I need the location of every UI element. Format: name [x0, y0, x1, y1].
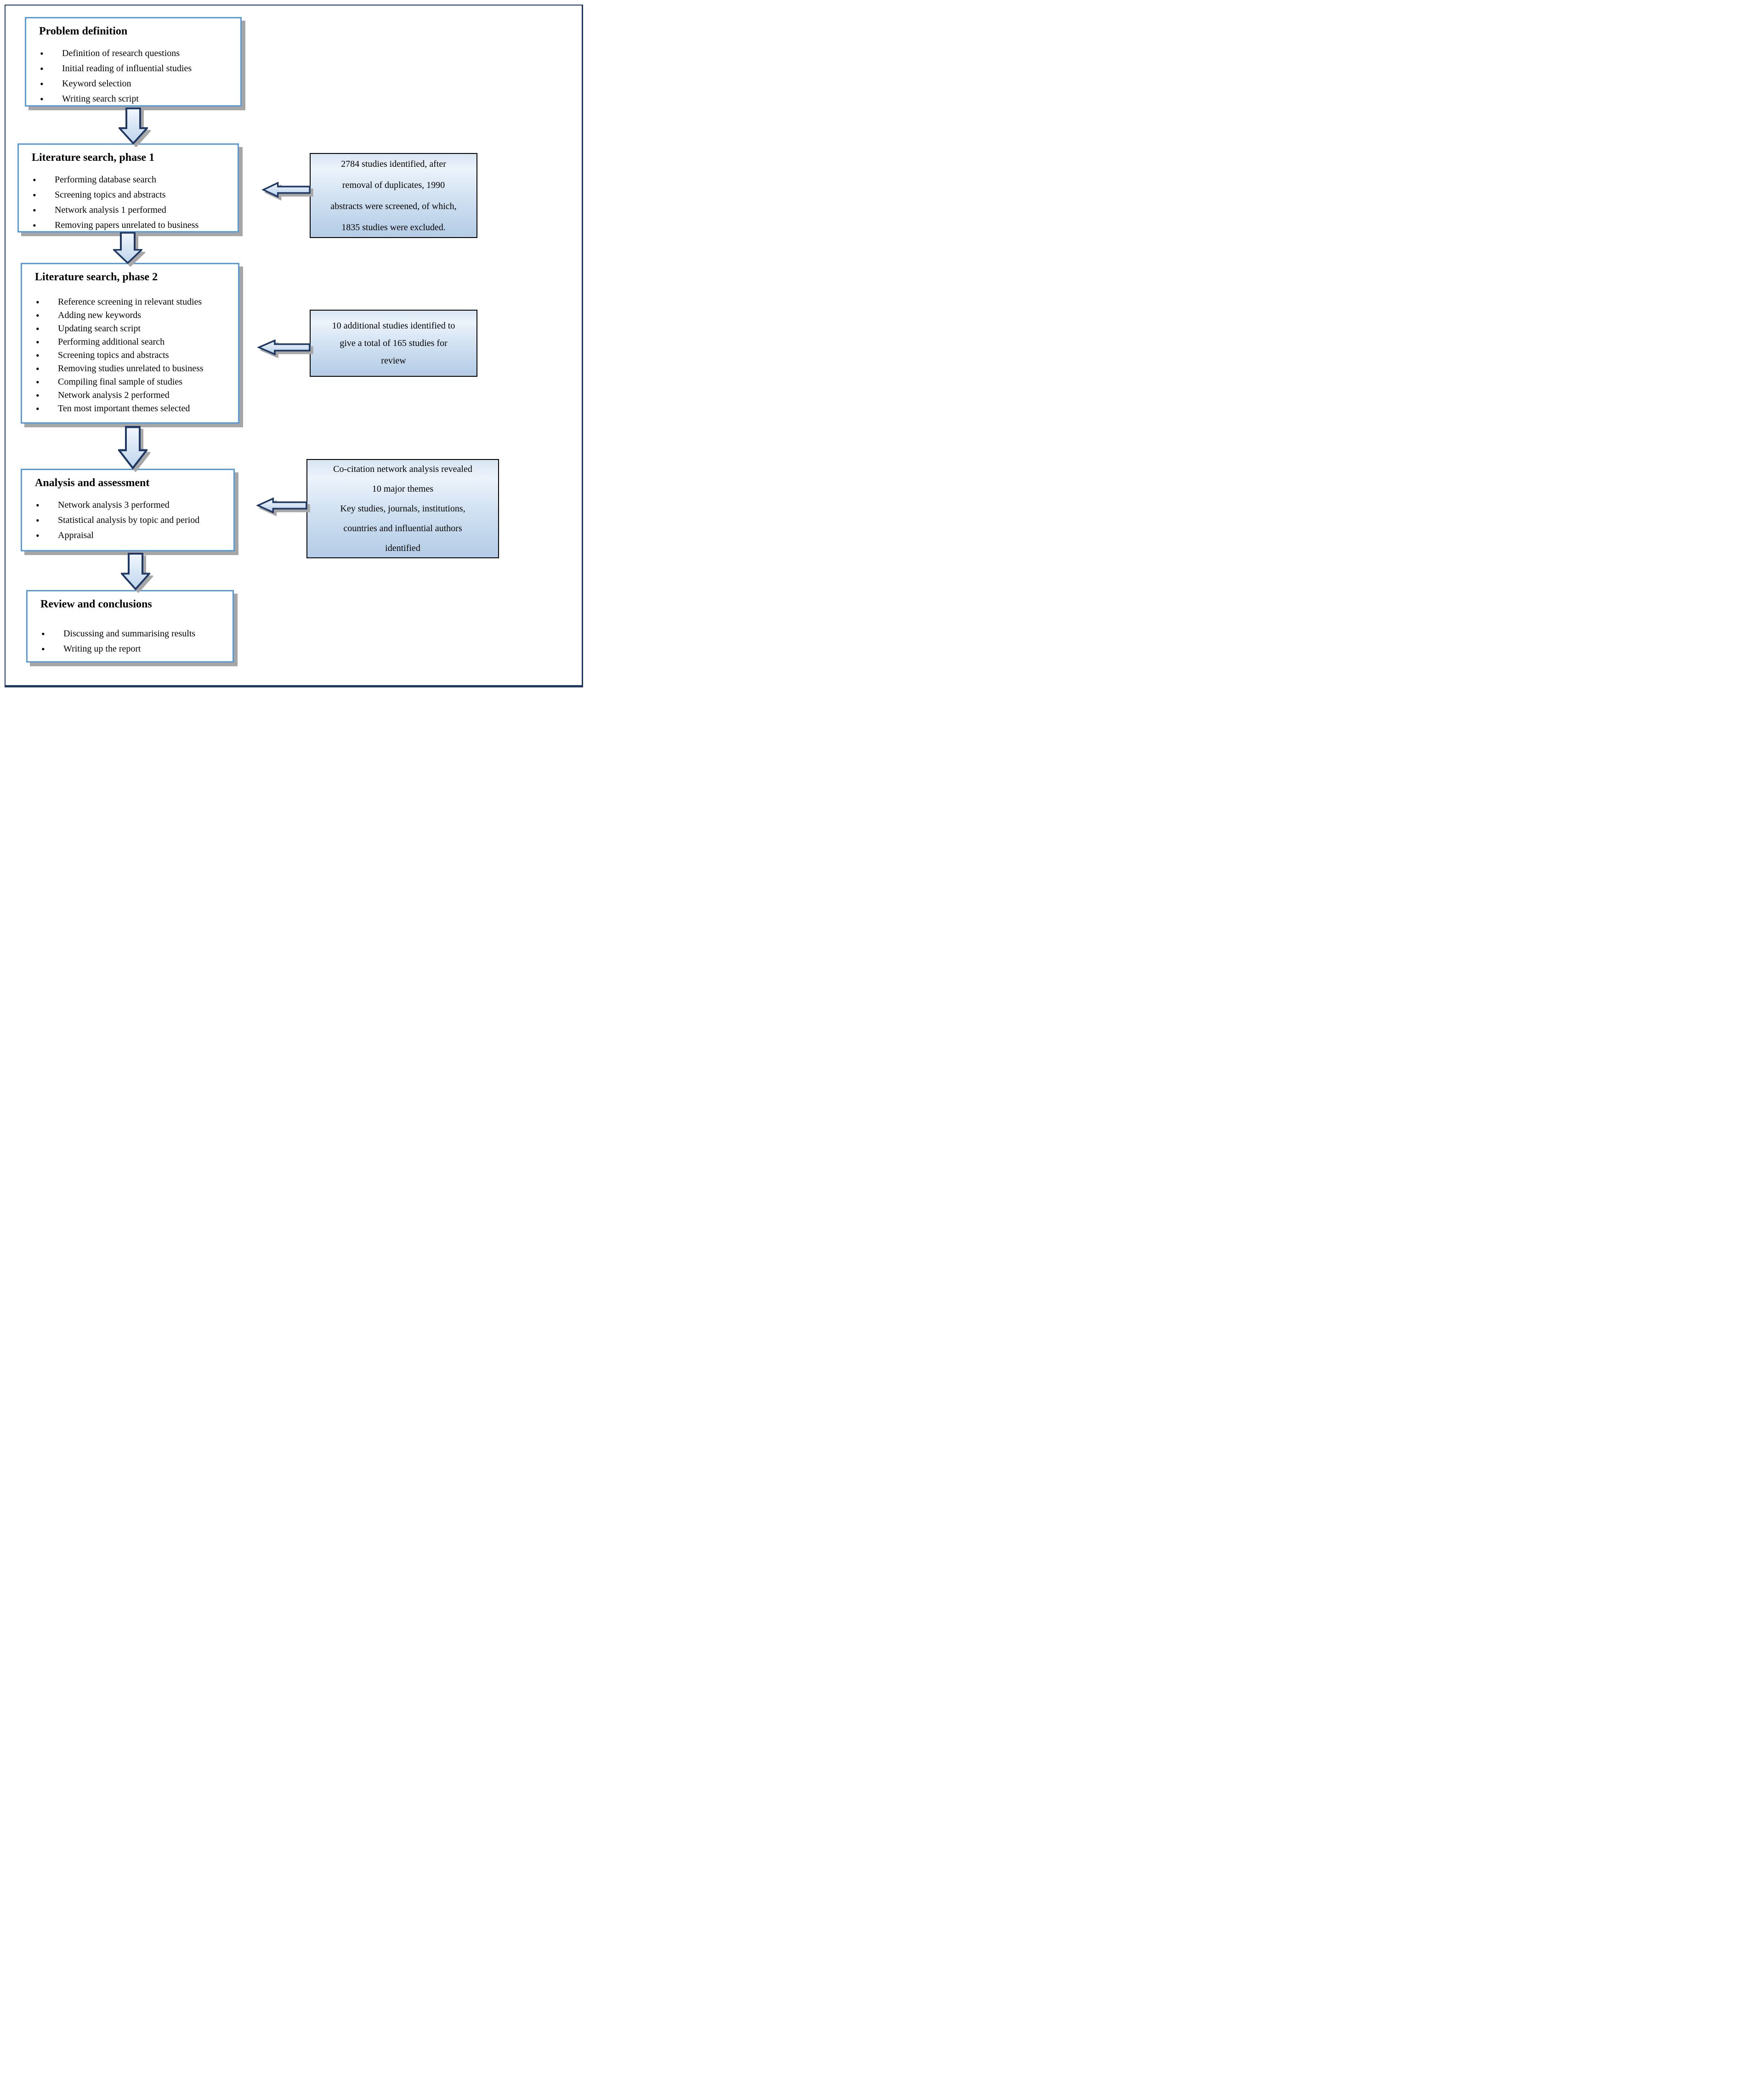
side-note-line: 1835 studies were excluded. [341, 222, 446, 233]
flow-box-title: Analysis and assessment [35, 477, 150, 489]
bullet-item: Adding new keywords [35, 309, 235, 322]
bullet-item: Network analysis 1 performed [32, 203, 235, 218]
down-arrow-icon [119, 108, 148, 144]
side-note-line: 10 additional studies identified to [332, 321, 455, 331]
side-note-line: countries and influential authors [343, 523, 462, 533]
flow-box-literature-search-phase-1: Literature search, phase 1 Performing da… [17, 143, 239, 233]
bullet-item: Screening topics and abstracts [35, 349, 235, 362]
side-note-line: give a total of 165 studies for [340, 338, 448, 348]
bullet-item: Statistical analysis by topic and period [35, 513, 231, 528]
bullet-item: Screening topics and abstracts [32, 187, 235, 203]
bullet-item: Removing studies unrelated to business [35, 362, 235, 375]
down-arrow-icon [121, 553, 150, 590]
left-arrow-icon [256, 498, 307, 513]
flow-box-title: Review and conclusions [40, 598, 152, 610]
side-note-line: removal of duplicates, 1990 [342, 180, 445, 190]
flow-box-analysis-and-assessment: Analysis and assessment Network analysis… [21, 469, 235, 551]
side-note-cocitation-results: Co-citation network analysis revealed 10 … [306, 459, 499, 558]
bullet-list: Network analysis 3 performedStatistical … [35, 498, 231, 543]
side-note-line: Key studies, journals, institutions, [340, 503, 465, 514]
bullet-item: Performing additional search [35, 335, 235, 349]
side-note-line: review [381, 356, 406, 366]
bullet-item: Writing up the report [40, 641, 230, 657]
down-arrow-icon [118, 426, 147, 469]
side-note-additional-studies: 10 additional studies identified to give … [310, 310, 477, 377]
bullet-item: Updating search script [35, 322, 235, 335]
side-note-line: abstracts were screened, of which, [330, 201, 457, 211]
bullet-item: Writing search script [39, 91, 238, 107]
flow-box-review-and-conclusions: Review and conclusions Discussing and su… [26, 590, 234, 663]
flow-box-title: Literature search, phase 2 [35, 271, 158, 283]
down-arrow-icon [113, 232, 142, 264]
flow-box-literature-search-phase-2: Literature search, phase 2 Reference scr… [21, 263, 239, 424]
flowchart-diagram: Problem definition Definition of researc… [0, 0, 588, 692]
left-arrow-icon [262, 182, 311, 198]
flow-box-title: Literature search, phase 1 [32, 152, 155, 164]
bullet-item: Compiling final sample of studies [35, 375, 235, 389]
side-note-text: Co-citation network analysis revealed 10 … [307, 459, 498, 558]
bullet-item: Keyword selection [39, 76, 238, 91]
bullet-list: Performing database searchScreening topi… [32, 172, 235, 233]
bullet-list: Definition of research questionsInitial … [39, 46, 238, 107]
bullet-item: Appraisal [35, 528, 231, 543]
bullet-item: Initial reading of influential studies [39, 61, 238, 76]
bullet-item: Reference screening in relevant studies [35, 295, 235, 309]
bullet-item: Ten most important themes selected [35, 402, 235, 415]
flow-box-problem-definition: Problem definition Definition of researc… [25, 17, 242, 107]
side-note-text: 2784 studies identified, after removal of… [311, 153, 476, 238]
side-note-line: Co-citation network analysis revealed [333, 464, 472, 474]
side-note-screening-counts: 2784 studies identified, after removal of… [310, 153, 477, 238]
page-border-frame [5, 5, 583, 687]
side-note-text: 10 additional studies identified to give … [311, 317, 476, 369]
flow-box-title: Problem definition [39, 25, 128, 37]
bullet-list: Discussing and summarising resultsWritin… [40, 626, 230, 657]
bullet-list: Reference screening in relevant studiesA… [35, 295, 235, 415]
bullet-item: Removing papers unrelated to business [32, 218, 235, 233]
side-note-line: 2784 studies identified, after [341, 159, 446, 169]
bullet-item: Definition of research questions [39, 46, 238, 61]
side-note-line: identified [385, 543, 420, 553]
bullet-item: Performing database search [32, 172, 235, 187]
bullet-item: Discussing and summarising results [40, 626, 230, 641]
bullet-item: Network analysis 2 performed [35, 389, 235, 402]
left-arrow-icon [257, 340, 311, 355]
bullet-item: Network analysis 3 performed [35, 498, 231, 513]
side-note-line: 10 major themes [372, 483, 434, 494]
